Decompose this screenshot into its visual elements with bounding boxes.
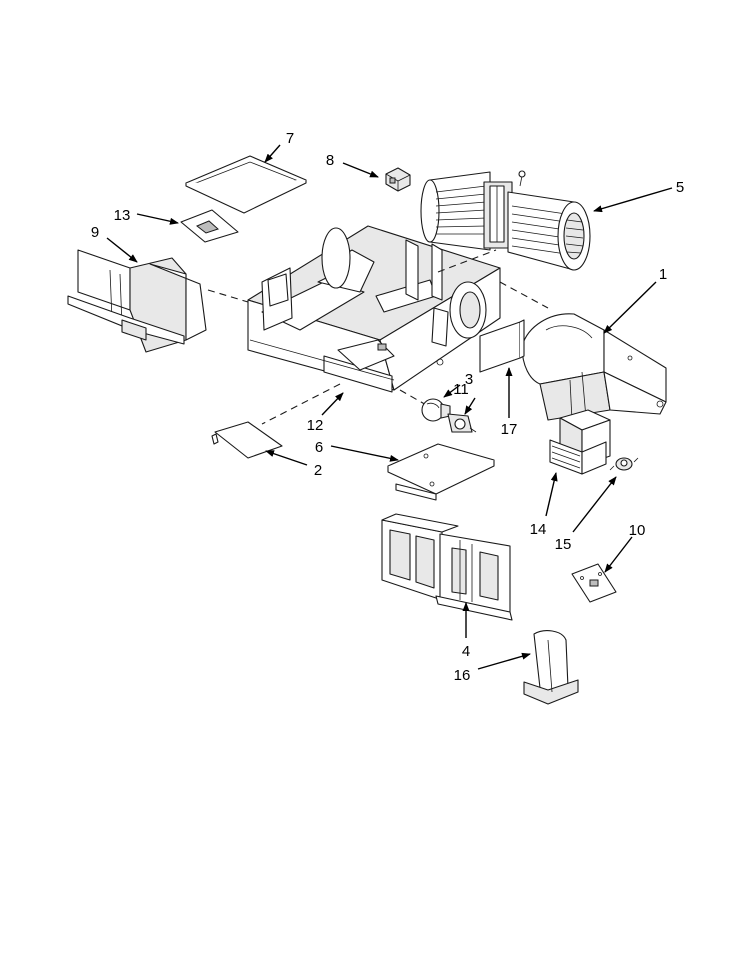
callout-arrow-15 bbox=[572, 476, 617, 533]
callout-number-9: 9 bbox=[91, 224, 99, 241]
callout-arrow-6 bbox=[330, 445, 399, 462]
part-filter-panel bbox=[185, 155, 307, 214]
callout-number-6: 6 bbox=[315, 439, 323, 456]
callout-arrow-7 bbox=[264, 144, 281, 163]
part-air-duct bbox=[521, 313, 667, 421]
callout-number-2: 2 bbox=[314, 462, 322, 479]
callout-number-7: 7 bbox=[286, 130, 294, 147]
callout-number-16: 16 bbox=[454, 667, 471, 684]
callout-number-5: 5 bbox=[676, 179, 684, 196]
callout-arrow-14 bbox=[545, 472, 558, 517]
callout-number-13: 13 bbox=[114, 207, 131, 224]
part-lamp-socket bbox=[447, 413, 477, 433]
callout-arrow-5 bbox=[593, 187, 673, 213]
part-connector bbox=[385, 167, 411, 192]
callout-number-15: 15 bbox=[555, 536, 572, 553]
part-small-cover bbox=[211, 421, 283, 459]
callout-arrow-11 bbox=[464, 397, 476, 415]
callout-number-11: 11 bbox=[453, 381, 469, 398]
callout-arrow-2 bbox=[265, 450, 308, 466]
part-door-bracket bbox=[381, 513, 513, 621]
part-plate bbox=[180, 209, 239, 243]
callout-number-8: 8 bbox=[326, 152, 334, 169]
callout-number-3: 3 bbox=[465, 371, 473, 388]
part-blower-motor bbox=[420, 170, 591, 271]
part-panel bbox=[479, 319, 525, 373]
callout-number-1: 1 bbox=[659, 266, 667, 283]
part-transformer bbox=[549, 409, 611, 475]
callout-arrow-9 bbox=[106, 237, 138, 263]
part-main-base bbox=[247, 225, 501, 393]
part-lamp bbox=[421, 398, 451, 422]
callout-arrow-1 bbox=[603, 281, 657, 334]
callout-number-14: 14 bbox=[530, 521, 547, 538]
callout-arrow-10 bbox=[604, 536, 633, 573]
part-support-leg bbox=[523, 630, 579, 705]
part-thermostat bbox=[609, 457, 639, 471]
callout-number-4: 4 bbox=[462, 643, 470, 660]
callout-arrow-12 bbox=[321, 392, 344, 416]
callout-arrow-16 bbox=[477, 652, 531, 670]
part-bottom-plate bbox=[387, 443, 495, 501]
callout-arrow-8 bbox=[342, 162, 379, 178]
callout-number-17: 17 bbox=[501, 421, 518, 438]
callout-arrow-3 bbox=[443, 384, 461, 398]
callout-arrow-13 bbox=[136, 213, 179, 225]
callout-number-10: 10 bbox=[629, 522, 646, 539]
part-side-bracket bbox=[67, 249, 207, 353]
part-control-plate bbox=[571, 563, 617, 603]
callout-number-12: 12 bbox=[307, 417, 324, 434]
assembly-dashed-lines bbox=[207, 249, 549, 425]
